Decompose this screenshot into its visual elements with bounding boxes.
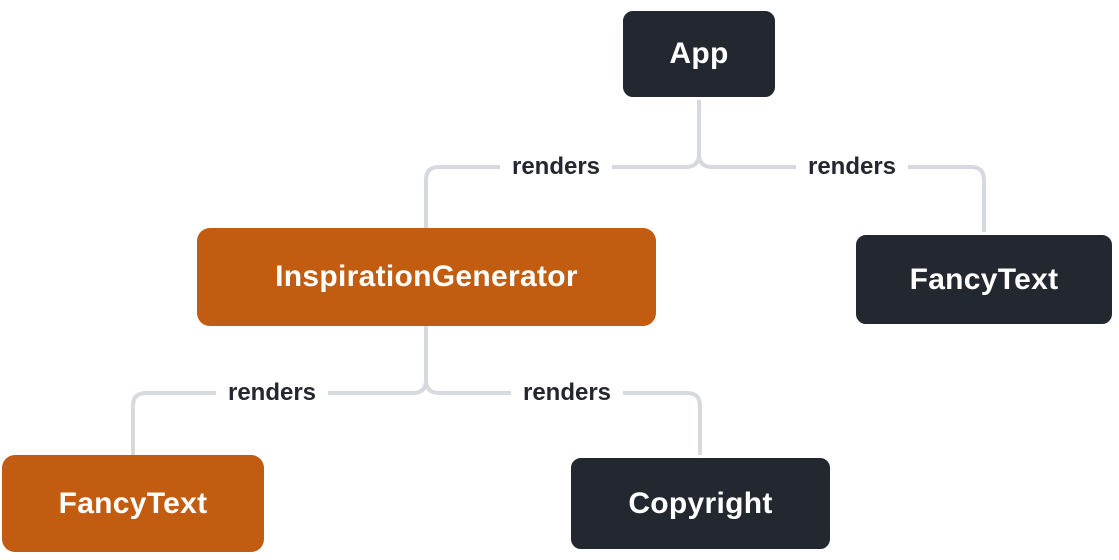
edge-label-inspiration-generator-fancy-text: renders — [215, 377, 329, 409]
node-app-label: App — [669, 37, 729, 70]
node-copyright-label: Copyright — [628, 486, 773, 520]
node-fancy-text-bottom-label: FancyText — [58, 486, 208, 520]
node-copyright: Copyright — [568, 455, 833, 552]
edge-label-inspiration-generator-copyright: renders — [510, 377, 624, 409]
node-fancy-text-top: FancyText — [853, 232, 1115, 327]
edge-label-app-inspiration-generator: renders — [499, 151, 613, 183]
node-app: App — [620, 8, 778, 100]
node-fancy-text-top-label: FancyText — [909, 262, 1059, 296]
node-inspiration-generator-label: InspirationGenerator — [275, 260, 578, 293]
edge-label-app-fancy-text: renders — [795, 151, 909, 183]
node-fancy-text-bottom: FancyText — [2, 455, 264, 552]
node-inspiration-generator: InspirationGenerator — [197, 228, 656, 326]
